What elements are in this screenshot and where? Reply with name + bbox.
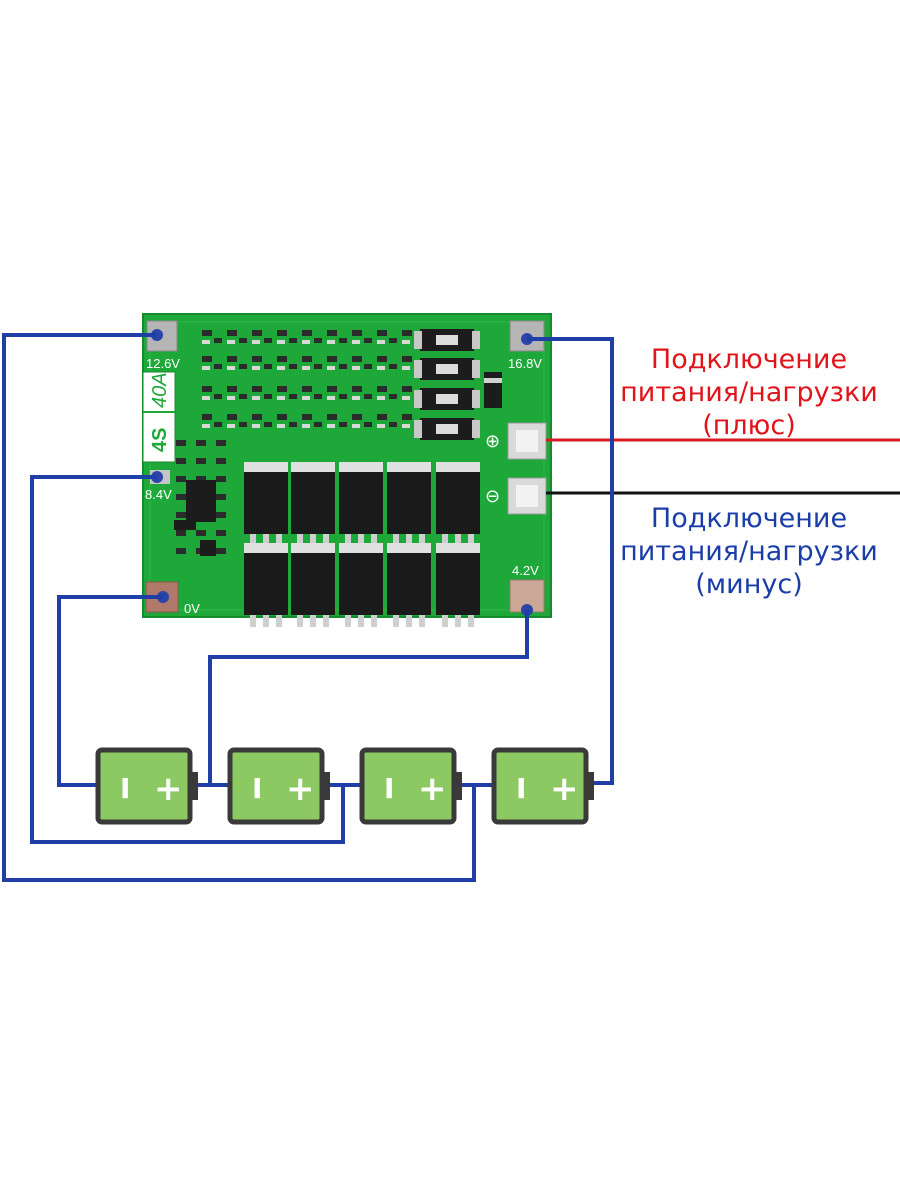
shunt-resistors xyxy=(414,329,480,440)
battery-4: I+ xyxy=(491,747,594,825)
mosfet-top-2 xyxy=(291,462,335,546)
mosfet-bottom-5 xyxy=(436,543,480,627)
mosfet-top-3 xyxy=(339,462,383,546)
board-current-text: 40A xyxy=(149,372,171,408)
pad-label-b3: 12.6V xyxy=(146,356,180,371)
battery-2-plus-terminal: + xyxy=(286,769,315,809)
battery-1: I+ xyxy=(95,747,198,825)
plus-connection-label: Подключение питания/нагрузки (плюс) xyxy=(594,343,900,442)
wire-b3 xyxy=(2,333,476,882)
pad-bplus xyxy=(509,320,545,352)
plus-label-line-2: питания/нагрузки xyxy=(620,377,878,408)
pad-label-b0: 0V xyxy=(184,601,200,616)
wire-b1 xyxy=(208,610,529,785)
battery-4-minus-terminal: I xyxy=(516,772,526,805)
pad-p-plus xyxy=(507,422,547,460)
mosfet-array xyxy=(244,462,480,627)
minus-label-line-3: (минус) xyxy=(695,569,803,600)
pad-p-minus xyxy=(507,477,547,515)
minus-label-line-2: питания/нагрузки xyxy=(620,536,878,567)
battery-3-minus-terminal: I xyxy=(384,772,394,805)
minus-symbol: ⊖ xyxy=(485,486,500,507)
minus-label-line-1: Подключение xyxy=(650,503,848,534)
battery-2: I+ xyxy=(227,747,330,825)
plus-label-line-3: (плюс) xyxy=(702,410,796,441)
battery-3: I+ xyxy=(359,747,462,825)
pad-label-b2: 8.4V xyxy=(145,487,172,502)
smd-components xyxy=(176,330,422,554)
plus-label-line-1: Подключение xyxy=(650,344,848,375)
board-marking: 4S 40A xyxy=(142,371,176,463)
wire-b0 xyxy=(57,595,163,787)
pad-label-bplus: 16.8V xyxy=(508,356,542,371)
mosfet-top-4 xyxy=(387,462,431,546)
minus-connection-label: Подключение питания/нагрузки (минус) xyxy=(594,502,900,601)
battery-1-minus-terminal: I xyxy=(120,772,130,805)
battery-1-plus-terminal: + xyxy=(154,769,183,809)
battery-string: I+I+I+I+ xyxy=(95,747,594,825)
wire-bplus xyxy=(527,337,614,785)
mosfet-bottom-2 xyxy=(291,543,335,627)
wire-b2 xyxy=(30,475,345,844)
mosfet-bottom-1 xyxy=(244,543,288,627)
diode xyxy=(484,372,502,408)
mosfet-bottom-3 xyxy=(339,543,383,627)
battery-2-minus-terminal: I xyxy=(252,772,262,805)
bms-board: 4S 40A xyxy=(142,313,552,627)
battery-3-plus-terminal: + xyxy=(418,769,447,809)
pad-b1 xyxy=(509,579,545,616)
mosfet-top-5 xyxy=(436,462,480,546)
mosfet-bottom-4 xyxy=(387,543,431,627)
pad-label-b1: 4.2V xyxy=(512,563,539,578)
plus-symbol: ⊕ xyxy=(485,431,500,452)
mosfet-top-1 xyxy=(244,462,288,546)
battery-4-plus-terminal: + xyxy=(550,769,579,809)
board-model-text: 4S xyxy=(149,428,171,452)
ic-chips xyxy=(174,480,216,556)
